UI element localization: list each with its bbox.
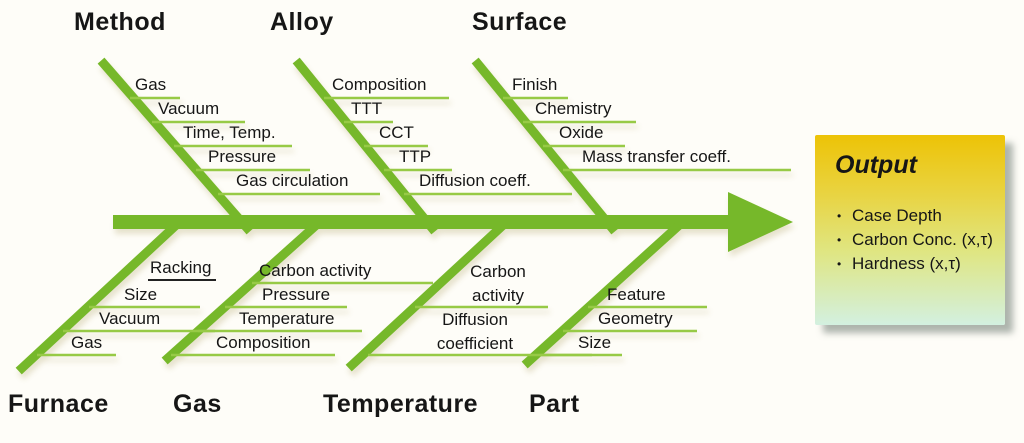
cause-label: Gas — [71, 333, 103, 352]
cause-label: Composition — [216, 333, 311, 352]
output-item: Carbon Conc. (x,τ) — [835, 228, 995, 252]
cause-label: Size — [578, 333, 612, 352]
category-label-method: Method — [74, 8, 166, 36]
cause-label: Vacuum — [99, 309, 161, 328]
cause-label: Mass transfer coeff. — [582, 147, 731, 166]
cause-label: Carbon activity — [470, 262, 526, 305]
category-label-gas: Gas — [173, 390, 222, 418]
category-label-alloy: Alloy — [270, 8, 334, 36]
cause-label: TTT — [351, 99, 383, 118]
category-label-part: Part — [529, 390, 580, 418]
cause-label: Finish — [512, 75, 558, 94]
cause-label: Racking — [148, 258, 217, 281]
cause-label: Feature — [607, 285, 666, 304]
category-label-temperature: Temperature — [323, 390, 479, 418]
cause-label: Carbon activity — [259, 261, 372, 280]
category-label-surface: Surface — [472, 8, 568, 36]
cause-label: Vacuum — [158, 99, 220, 118]
output-item: Hardness (x,τ) — [835, 252, 995, 276]
cause-label: Oxide — [559, 123, 604, 142]
category-label-furnace: Furnace — [8, 390, 109, 418]
cause-label: Geometry — [598, 309, 673, 328]
branch-line-furnace — [15, 221, 180, 375]
cause-label: Diffusion coefficient — [436, 310, 514, 353]
cause-label: Time, Temp. — [183, 123, 276, 142]
cause-label: CCT — [379, 123, 414, 142]
output-title: Output — [835, 151, 917, 179]
output-list: Case Depth Carbon Conc. (x,τ) Hardness (… — [835, 204, 995, 276]
cause-label: Chemistry — [535, 99, 612, 118]
cause-label: Composition — [332, 75, 427, 94]
cause-label: Gas circulation — [236, 171, 349, 190]
branch-line-gas — [161, 221, 320, 365]
cause-label: TTP — [399, 147, 432, 166]
spine-arrowhead-icon — [728, 192, 793, 252]
cause-label: Gas — [135, 75, 167, 94]
cause-label: Temperature — [239, 309, 335, 328]
cause-label: Pressure — [208, 147, 277, 166]
cause-label: Pressure — [262, 285, 331, 304]
cause-label: Size — [124, 285, 158, 304]
branch-line-part — [521, 221, 683, 369]
cause-label: Diffusion coeff. — [419, 171, 531, 190]
output-item: Case Depth — [835, 204, 995, 228]
branch-line-temperature — [345, 221, 507, 372]
output-note: Output Case Depth Carbon Conc. (x,τ) Har… — [815, 135, 1005, 325]
